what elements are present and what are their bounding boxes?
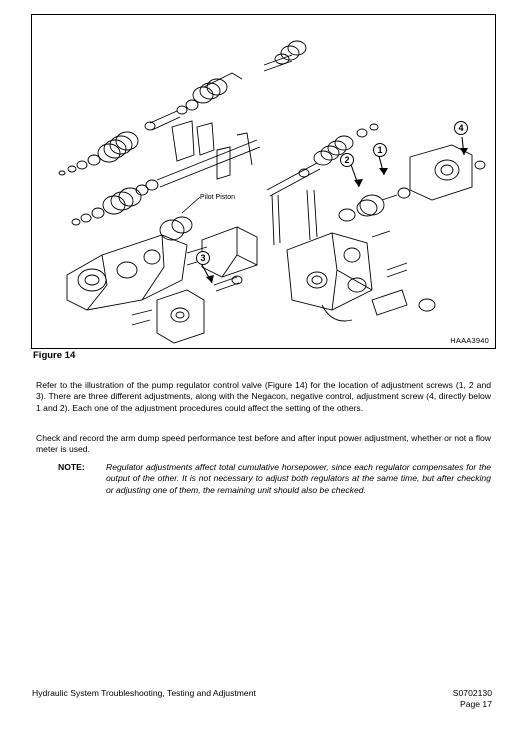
paragraph-arm-dump-test: Check and record the arm dump speed perf… <box>36 433 491 455</box>
pilot-piston-label: Pilot Piston <box>200 194 236 201</box>
pump-regulator-exploded-diagram <box>58 40 486 344</box>
paragraph-adjustment-screws: Refer to the illustration of the pump re… <box>36 380 491 413</box>
left-spring-stack <box>58 131 139 176</box>
plugs <box>371 230 436 316</box>
callout-4-number: 4 <box>458 123 464 133</box>
figure-caption: Figure 14 <box>33 350 76 361</box>
footer-page-number: Page 17 <box>459 699 492 710</box>
upper-spool-assembly <box>144 40 307 131</box>
callout-1-number: 1 <box>377 145 383 155</box>
callout-2-number: 2 <box>344 155 350 165</box>
adjustment-screw-3 <box>213 275 243 292</box>
cover-plate <box>131 289 205 344</box>
linkage <box>171 120 253 180</box>
note-text: Regulator adjustments affect total cumul… <box>106 462 491 495</box>
footer-doc-number: S0702130 <box>452 688 492 698</box>
callout-4: 4 <box>454 121 468 135</box>
footer-page-info: S0702130 Page 17 <box>453 688 492 711</box>
footer-document-title: Hydraulic System Troubleshooting, Testin… <box>32 688 256 698</box>
callout-2: 2 <box>340 153 354 167</box>
negacon-cover <box>338 144 486 222</box>
note-block: NOTE: Regulator adjustments affect total… <box>58 462 491 496</box>
figure-code: HAAA3940 <box>450 336 489 345</box>
pilot-springs <box>266 123 379 197</box>
callout-3: 3 <box>196 251 210 265</box>
callout-1: 1 <box>373 143 387 157</box>
callout-3-number: 3 <box>200 253 206 263</box>
note-label: NOTE: <box>58 462 85 472</box>
square-block <box>201 226 258 278</box>
exploded-view-figure: Pilot Piston 2 1 3 4 HAAA3940 <box>31 14 496 349</box>
left-housing <box>66 216 211 311</box>
middle-spool <box>71 139 261 226</box>
main-housing <box>271 189 373 322</box>
